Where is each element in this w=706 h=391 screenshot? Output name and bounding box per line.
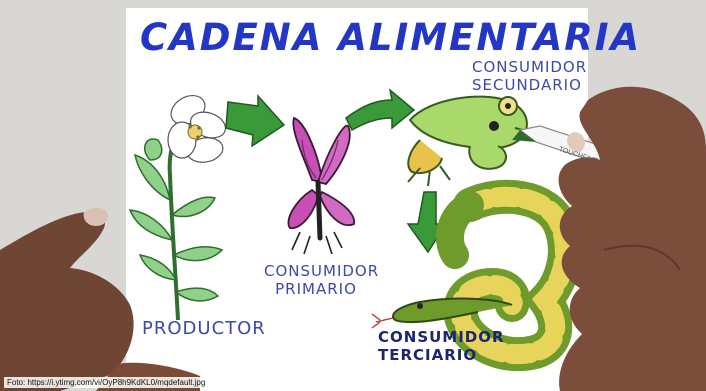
arrow-right-icon xyxy=(345,88,416,132)
arrow-right-icon xyxy=(225,94,286,148)
flower-plant-illustration xyxy=(128,94,227,321)
frog-illustration xyxy=(407,95,531,187)
primary-consumer-line1: CONSUMIDOR xyxy=(264,262,380,280)
secondary-consumer-label: CONSUMIDOR SECUNDARIO xyxy=(472,58,588,94)
snake-illustration xyxy=(371,179,582,372)
tertiary-consumer-line2: TERCIARIO xyxy=(378,346,478,364)
primary-consumer-line2: PRIMARIO xyxy=(275,280,357,298)
right-hand xyxy=(558,86,706,391)
secondary-consumer-line1: CONSUMIDOR xyxy=(472,58,588,76)
butterfly-illustration xyxy=(287,116,355,255)
tertiary-consumer-line1: CONSUMIDOR xyxy=(378,328,505,346)
photo-caption: Foto: https://i.ytimg.com/vi/OyP8h9KdKL0… xyxy=(4,377,209,388)
secondary-consumer-line2: SECUNDARIO xyxy=(472,76,582,94)
tertiary-consumer-label: CONSUMIDOR TERCIARIO xyxy=(378,328,518,364)
producer-label: PRODUCTOR xyxy=(142,318,266,339)
poster-title: CADENA ALIMENTARIA xyxy=(140,16,642,59)
primary-consumer-label: CONSUMIDOR PRIMARIO xyxy=(264,262,380,298)
